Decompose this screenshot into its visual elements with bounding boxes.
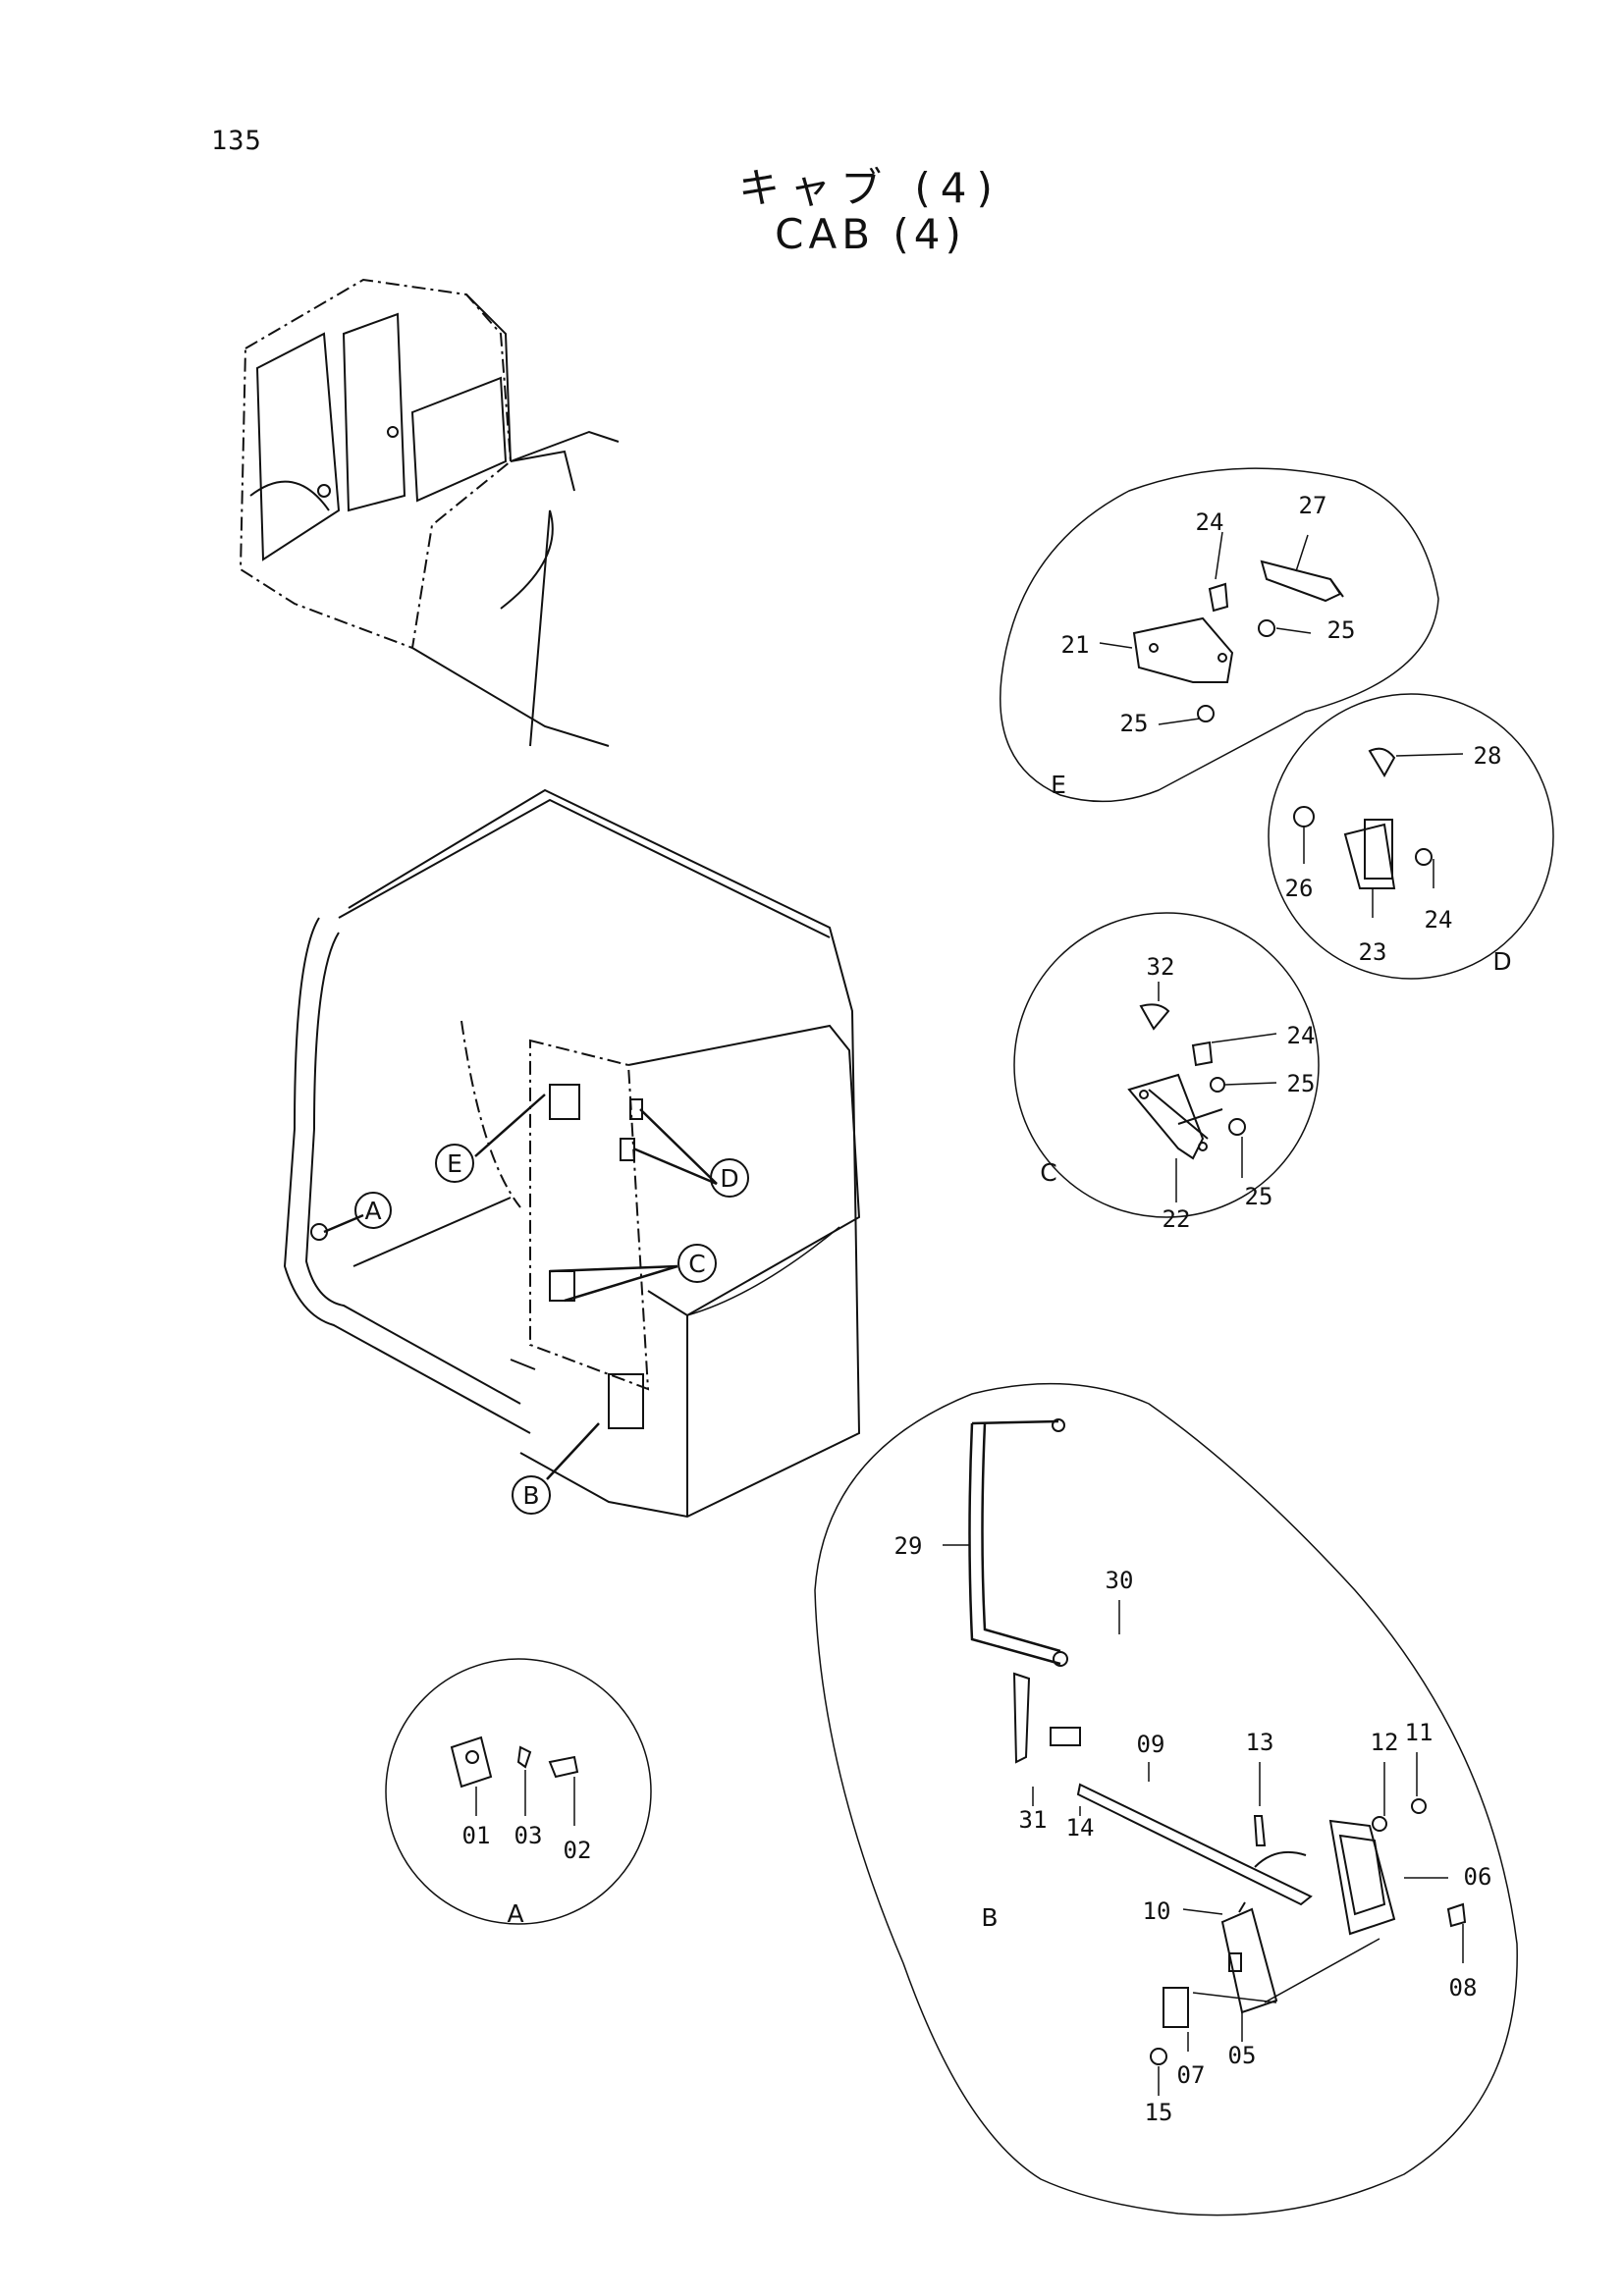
part-number-label: 24 xyxy=(1196,508,1224,536)
callout-circle-E[interactable]: E xyxy=(435,1144,474,1183)
svg-text:D: D xyxy=(720,1164,738,1193)
callout-leaders xyxy=(323,1094,718,1480)
title-japanese: キャブ (4) xyxy=(738,164,1002,212)
part-number-label: 06 xyxy=(1464,1863,1492,1891)
part-number-label: 24 xyxy=(1287,1022,1316,1049)
detail-D-letter: D xyxy=(1492,947,1511,976)
part-number-label: 26 xyxy=(1285,875,1314,902)
part-number-label: 29 xyxy=(894,1532,923,1560)
svg-text:C: C xyxy=(688,1250,705,1278)
svg-text:B: B xyxy=(522,1481,539,1510)
part-number-label: 09 xyxy=(1137,1731,1165,1758)
part-number-label: 03 xyxy=(514,1822,543,1849)
part-number-label: 02 xyxy=(564,1837,592,1864)
detail-D: 28 26 24 23 D xyxy=(1268,693,1554,980)
main-cab-drawing xyxy=(283,788,861,1519)
detail-C: 32 24 25 22 25 C xyxy=(1013,912,1320,1233)
overview-cab-drawing xyxy=(239,278,620,747)
callout-circle-C[interactable]: C xyxy=(677,1244,717,1283)
part-number-label: 11 xyxy=(1405,1719,1434,1746)
part-number-label: 05 xyxy=(1228,2042,1257,2069)
part-number-label: 24 xyxy=(1425,906,1453,934)
part-number-label: 21 xyxy=(1061,631,1090,659)
part-number-label: 13 xyxy=(1246,1729,1274,1756)
part-number-label: 01 xyxy=(462,1822,491,1849)
detail-B: 29 30 31 14 09 13 12 11 06 10 08 05 07 1… xyxy=(814,1382,1518,2216)
part-number-label: 07 xyxy=(1177,2061,1206,2089)
svg-text:E: E xyxy=(447,1149,462,1178)
part-number-label: 10 xyxy=(1143,1897,1171,1925)
part-number-label: 12 xyxy=(1371,1729,1399,1756)
detail-C-letter: C xyxy=(1040,1158,1056,1187)
part-number-label: 08 xyxy=(1449,1974,1478,2002)
part-number-label: 22 xyxy=(1163,1205,1191,1233)
detail-A-letter: A xyxy=(507,1899,523,1928)
part-number-label: 15 xyxy=(1145,2099,1173,2126)
part-number-label: 25 xyxy=(1287,1070,1316,1097)
part-number-label: 25 xyxy=(1245,1183,1273,1210)
svg-text:A: A xyxy=(364,1197,381,1225)
title-english: CAB (4) xyxy=(775,210,966,258)
part-number-label: 23 xyxy=(1359,938,1387,966)
part-number-label: 30 xyxy=(1106,1567,1134,1594)
detail-A: 01 03 02 A xyxy=(385,1658,652,1928)
detail-E-letter: E xyxy=(1051,771,1066,799)
callout-circle-D[interactable]: D xyxy=(710,1158,749,1198)
part-number-label: 28 xyxy=(1474,742,1502,770)
part-number-label: 27 xyxy=(1299,492,1327,519)
detail-B-letter: B xyxy=(981,1903,998,1932)
detail-E: 24 27 21 25 25 E xyxy=(1000,467,1439,803)
part-number-label: 31 xyxy=(1019,1806,1048,1834)
part-number-label: 32 xyxy=(1147,953,1175,981)
page-number: 135 xyxy=(211,126,262,156)
part-number-label: 25 xyxy=(1327,616,1356,644)
callout-circle-A[interactable]: A xyxy=(354,1192,392,1229)
part-number-label: 25 xyxy=(1120,710,1149,737)
part-number-label: 14 xyxy=(1066,1814,1095,1842)
callout-circle-B[interactable]: B xyxy=(512,1475,551,1515)
